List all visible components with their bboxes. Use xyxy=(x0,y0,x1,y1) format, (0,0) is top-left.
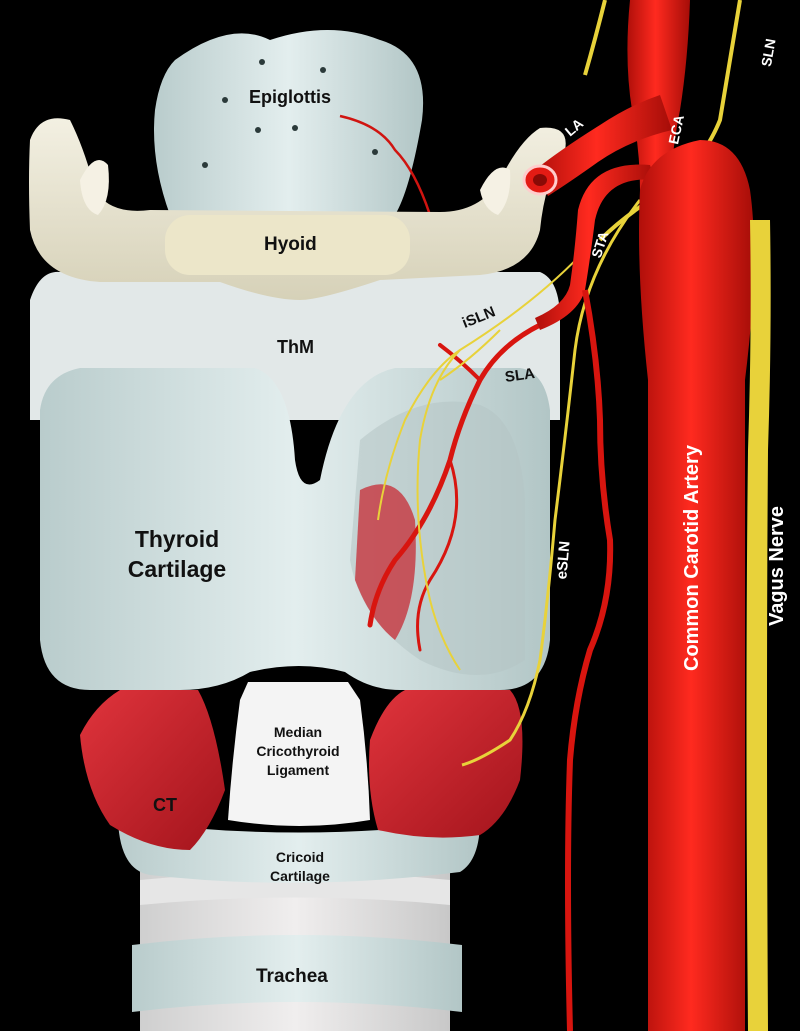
label-median-line1: Median xyxy=(273,724,323,740)
common-carotid-artery xyxy=(639,140,754,1031)
label-esln: eSLN xyxy=(553,540,574,581)
epiglottis-pits xyxy=(202,59,378,168)
label-cricoid-line2: Cartilage xyxy=(270,868,330,884)
superior-thyroid-artery-branch xyxy=(565,289,614,1031)
label-ct: CT xyxy=(153,795,177,815)
cricothyroid-muscle-right xyxy=(369,690,523,838)
nerve-branch xyxy=(583,0,607,76)
hyoid-bone xyxy=(29,118,566,300)
epiglottic-vessel xyxy=(339,114,432,216)
superior-thyroid-artery xyxy=(535,164,655,330)
label-median-line3: Ligament xyxy=(266,762,330,778)
label-median-line2: Cricothyroid xyxy=(256,743,340,759)
label-cricoid-cartilage: Cricoid Cartilage xyxy=(245,848,355,886)
vagus-nerve xyxy=(746,220,771,1031)
label-thyroid-cartilage: Thyroid Cartilage xyxy=(112,524,242,584)
external-carotid-artery xyxy=(627,0,690,190)
lingual-artery xyxy=(535,95,672,196)
label-trachea: Trachea xyxy=(256,966,328,987)
median-cricothyroid-ligament xyxy=(228,682,370,826)
external-superior-laryngeal-nerve xyxy=(461,199,642,767)
tracheal-ring xyxy=(132,935,462,1012)
label-cricoid-line1: Cricoid xyxy=(275,849,325,865)
label-median-cricothyroid-ligament: Median Cricothyroid Ligament xyxy=(238,723,358,780)
laryngeal-tissue xyxy=(355,484,416,640)
label-thyroid-cartilage-line1: Thyroid xyxy=(134,526,220,552)
epiglottis xyxy=(154,30,424,215)
label-hyoid: Hyoid xyxy=(264,234,317,255)
label-thm: ThM xyxy=(277,337,314,357)
label-vagus-nerve: Vagus Nerve xyxy=(766,505,788,627)
label-thyroid-cartilage-line2: Cartilage xyxy=(127,556,227,582)
cricoid-cartilage xyxy=(118,820,480,883)
label-epiglottis: Epiglottis xyxy=(249,87,331,107)
cricothyroid-muscle-left xyxy=(80,690,225,850)
superior-laryngeal-artery xyxy=(367,322,543,652)
internal-superior-laryngeal-nerve xyxy=(377,244,591,671)
label-common-carotid-artery: Common Carotid Artery xyxy=(681,445,703,671)
